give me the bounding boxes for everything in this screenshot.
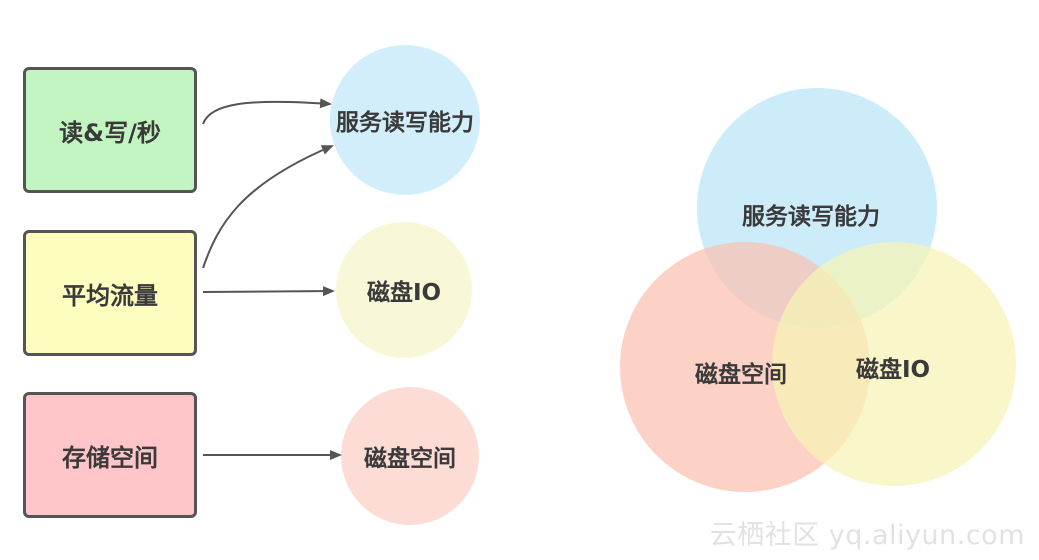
target-circle-disk-io: 磁盘IO [336, 222, 472, 358]
venn-label-service-rw: 服务读写能力 [742, 204, 880, 230]
arrow-rw-to-service [202, 98, 332, 125]
watermark: 云栖社区 yq.aliyun.com [709, 520, 1025, 551]
venn-circle-disk-io [772, 242, 1016, 486]
target-label-service-rw: 服务读写能力 [336, 110, 474, 136]
target-circle-service-rw: 服务读写能力 [330, 45, 480, 195]
source-box-avg-traffic: 平均流量 [23, 230, 197, 356]
target-label-disk-io: 磁盘IO [366, 280, 442, 306]
source-box-storage: 存储空间 [23, 392, 197, 518]
source-label-storage: 存储空间 [62, 443, 158, 472]
arrow-traffic-to-disk-io [202, 286, 335, 297]
source-label-read-write: 读&写/秒 [59, 118, 161, 147]
target-circle-disk-space: 磁盘空间 [341, 387, 479, 525]
target-label-disk-space: 磁盘空间 [364, 446, 456, 472]
venn-label-disk-io: 磁盘IO [856, 357, 931, 383]
arrow-traffic-to-service [202, 145, 334, 269]
venn-label-disk-space: 磁盘空间 [695, 362, 787, 388]
source-box-read-write: 读&写/秒 [23, 67, 197, 193]
source-label-avg-traffic: 平均流量 [62, 281, 158, 310]
